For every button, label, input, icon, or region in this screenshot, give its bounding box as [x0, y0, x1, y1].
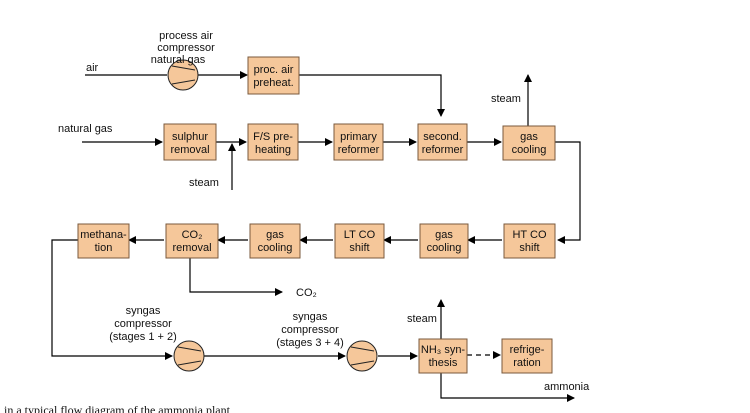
- gas-cooling-1-box: gas cooling: [502, 125, 556, 161]
- svg-text:HT CO: HT CO: [512, 229, 546, 241]
- svg-text:reformer: reformer: [338, 144, 380, 156]
- syngas-compressor-2-label: (stages 3 + 4): [276, 337, 344, 349]
- refrigeration-box: refrige- ration: [501, 338, 553, 374]
- svg-text:ration: ration: [513, 357, 541, 369]
- nh3-synthesis-box: NH₃ syn- thesis: [418, 338, 468, 374]
- co2-out-line: [189, 257, 283, 296]
- syngas-compressor-1-label: compressor: [114, 318, 172, 330]
- lt-co-shift-box: LT CO shift: [334, 223, 385, 259]
- svg-text:sulphur: sulphur: [172, 131, 208, 143]
- svg-text:removal: removal: [172, 242, 211, 254]
- preheat-to-second-reformer-line: [299, 74, 445, 117]
- svg-text:second.: second.: [423, 131, 462, 143]
- svg-text:LT CO: LT CO: [344, 229, 376, 241]
- svg-text:removal: removal: [170, 144, 209, 156]
- methanation-box: methana- tion: [77, 223, 130, 259]
- fs-preheating-box: F/S pre- heating: [247, 123, 299, 161]
- svg-text:reformer: reformer: [422, 144, 464, 156]
- natural-gas-label: natural gas: [58, 123, 113, 135]
- proc-air-preheat-box: proc. air preheat.: [247, 56, 300, 95]
- steam-fs-label: steam: [189, 177, 219, 189]
- svg-text:shift: shift: [519, 242, 539, 254]
- svg-text:gas: gas: [520, 131, 538, 143]
- air-label: air: [86, 62, 99, 74]
- svg-text:gas: gas: [266, 229, 284, 241]
- svg-text:refrige-: refrige-: [510, 344, 545, 356]
- svg-text:F/S pre-: F/S pre-: [253, 131, 293, 143]
- gas-cooling-2-box: gas cooling: [419, 223, 469, 259]
- svg-text:tion: tion: [95, 242, 113, 254]
- methanation-to-compressor1-line: [51, 239, 173, 360]
- syngas-compressor-1-label: syngas: [126, 305, 161, 317]
- svg-text:CO₂: CO₂: [182, 229, 203, 241]
- svg-text:cooling: cooling: [512, 144, 547, 156]
- syngas-compressor-1-icon: [173, 340, 205, 372]
- syngas-compressor-1-label: (stages 1 + 2): [109, 331, 177, 343]
- process-air-compressor-icon: [167, 59, 199, 91]
- caption: in a typical flow diagram of the ammonia…: [4, 403, 231, 413]
- gascooling-to-htshift-line: [555, 141, 581, 244]
- steam-gas-cooling-label: steam: [491, 93, 521, 105]
- ammonia-out-line: [440, 372, 575, 402]
- svg-text:shift: shift: [349, 242, 369, 254]
- gas-cooling-3-box: gas cooling: [249, 223, 301, 259]
- primary-reformer-box: primary reformer: [333, 123, 384, 161]
- syngas-compressor-2-label: syngas: [293, 311, 328, 323]
- ht-co-shift-box: HT CO shift: [503, 223, 556, 259]
- process-air-compressor-label: process air: [159, 30, 213, 42]
- svg-text:proc. air: proc. air: [254, 64, 294, 76]
- svg-text:heating: heating: [255, 144, 291, 156]
- process-air-compressor-label: compressor: [157, 42, 215, 54]
- svg-text:cooling: cooling: [427, 242, 462, 254]
- svg-text:thesis: thesis: [429, 357, 458, 369]
- svg-text:primary: primary: [340, 131, 377, 143]
- svg-text:NH₃ syn-: NH₃ syn-: [421, 344, 466, 356]
- syngas-compressor-2-label: compressor: [281, 324, 339, 336]
- co2-removal-box: CO₂ removal: [165, 223, 219, 259]
- co2-out-label: CO₂: [296, 287, 317, 299]
- natural-gas-small-label: natural gas: [151, 54, 206, 66]
- svg-text:methana-: methana-: [80, 229, 127, 241]
- svg-text:cooling: cooling: [258, 242, 293, 254]
- steam-nh3-label: steam: [407, 313, 437, 325]
- sulphur-removal-box: sulphur removal: [163, 123, 217, 161]
- svg-text:preheat.: preheat.: [253, 77, 293, 89]
- svg-text:gas: gas: [435, 229, 453, 241]
- syngas-compressor-2-icon: [346, 340, 378, 372]
- second-reformer-box: second. reformer: [417, 123, 468, 161]
- ammonia-label: ammonia: [544, 381, 590, 393]
